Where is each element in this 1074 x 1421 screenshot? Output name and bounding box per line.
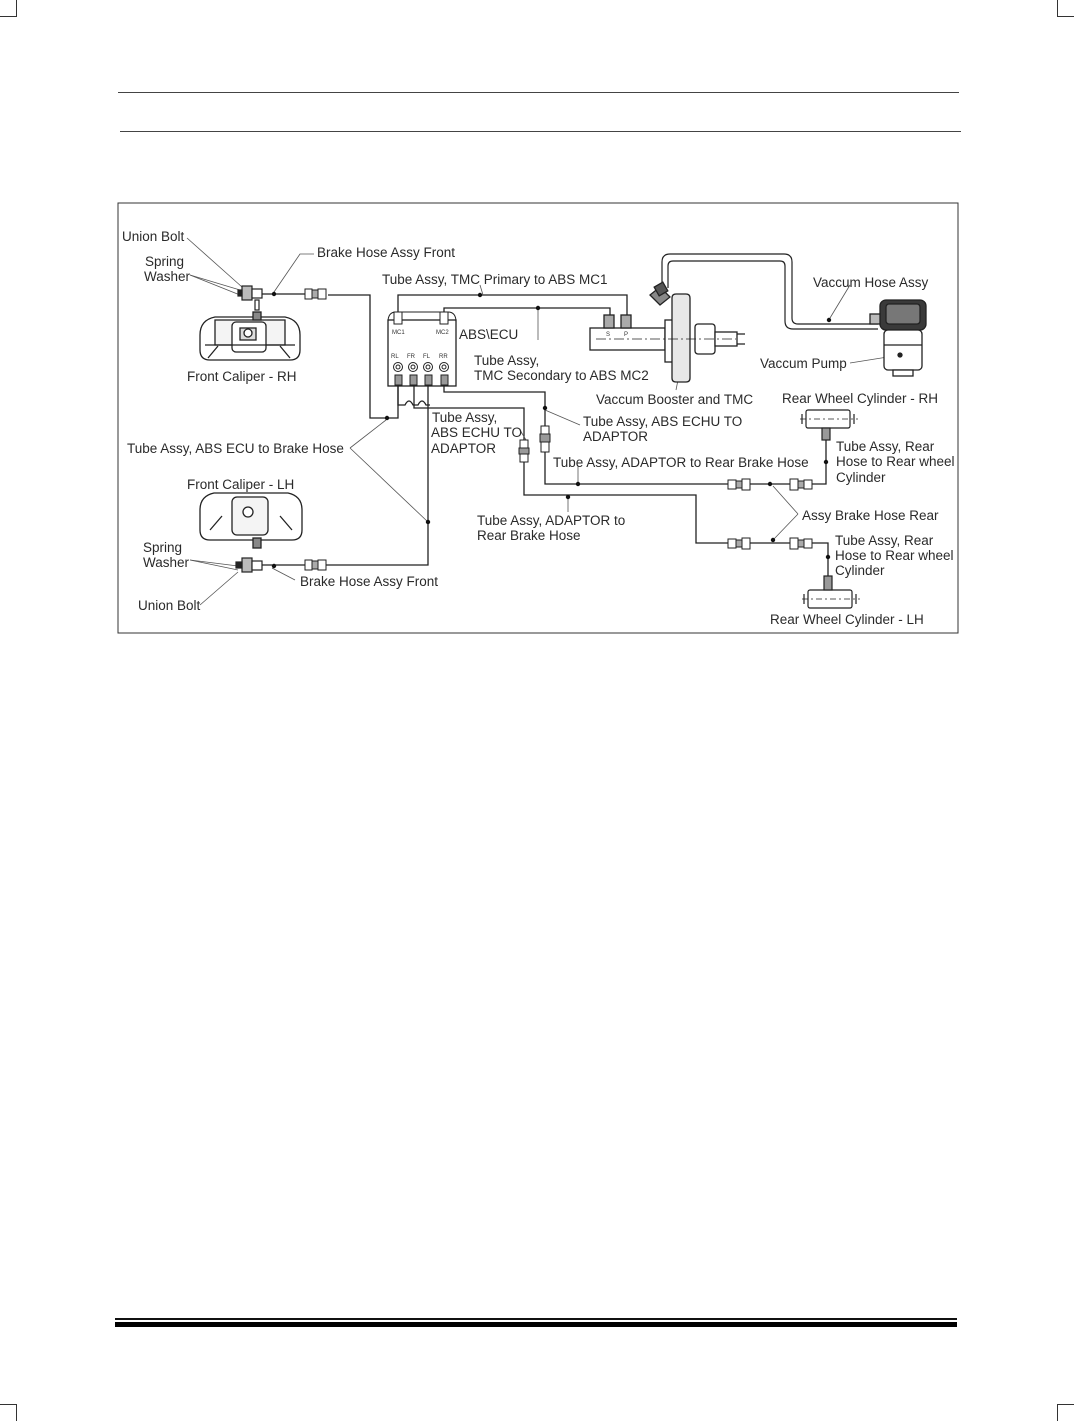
crop-mark-top-right <box>1057 0 1074 17</box>
label-tube-echu-adaptor-a-1: Tube Assy, <box>432 410 497 425</box>
ecu-port-rr: RR <box>439 354 448 360</box>
callout-labels: Union Bolt Spring Washer Brake Hose Assy… <box>122 229 955 627</box>
label-tube-tmc-primary: Tube Assy, TMC Primary to ABS MC1 <box>382 272 608 287</box>
label-tube-echu-adaptor-b-1: Tube Assy, ABS ECHU TO <box>583 414 742 429</box>
tube-adaptor-rear-rh <box>544 452 728 485</box>
label-tube-adaptor-rear-hose2-2: Rear Brake Hose <box>477 528 581 543</box>
footer-rule-thick <box>115 1322 957 1327</box>
label-tube-abs-ecu-brake-hose: Tube Assy, ABS ECU to Brake Hose <box>127 441 344 456</box>
label-tube-tmc-secondary-1: Tube Assy, <box>474 353 539 368</box>
label-tube-rear-hose-rh-2: Hose to Rear wheel <box>836 454 955 469</box>
label-tube-echu-adaptor-a-3: ADAPTOR <box>431 441 496 456</box>
ecu-port-mc2: MC2 <box>436 330 449 336</box>
label-tube-rear-hose-rh-3: Cylinder <box>836 470 886 485</box>
vaccum-pump <box>869 299 927 377</box>
label-assy-brake-hose-rear: Assy Brake Hose Rear <box>802 508 939 523</box>
label-spring-bot-2: Washer <box>143 555 190 570</box>
label-spring-bot-1: Spring <box>143 540 182 555</box>
label-tube-rear-hose-rh-1: Tube Assy, Rear <box>836 439 935 454</box>
crop-mark-bottom-right <box>1057 1404 1074 1421</box>
label-vaccum-pump: Vaccum Pump <box>760 356 847 371</box>
vaccum-booster-tmc: S P <box>589 281 745 383</box>
tube-rear-hose-lh <box>810 542 829 576</box>
label-tube-echu-adaptor-b-2: ADAPTOR <box>583 429 648 444</box>
label-abs-ecu: ABS\ECU <box>459 327 518 342</box>
crop-mark-bottom-left <box>0 1404 17 1421</box>
label-tube-adaptor-rear-hose: Tube Assy, ADAPTOR to Rear Brake Hose <box>553 455 809 470</box>
adaptors <box>518 425 551 463</box>
label-vaccum-booster: Vaccum Booster and TMC <box>596 392 753 407</box>
label-vaccum-hose: Vaccum Hose Assy <box>813 275 929 290</box>
tmc-port-p: P <box>624 332 628 338</box>
tube-ecu-fl-down <box>318 385 429 566</box>
label-tube-rear-hose-lh-2: Hose to Rear wheel <box>835 548 954 563</box>
ecu-port-fr: FR <box>407 354 416 360</box>
label-tube-rear-hose-lh-3: Cylinder <box>835 563 885 578</box>
label-spring-top-1: Spring <box>145 254 184 269</box>
label-rear-wheel-cyl-lh: Rear Wheel Cylinder - LH <box>770 612 924 627</box>
tube-ecu-fr-connect <box>390 385 399 419</box>
header-rule-bottom <box>120 131 961 132</box>
front-caliper-rh <box>199 311 301 361</box>
header-rule-top <box>118 92 959 93</box>
tube-rear-hose-rh <box>810 438 827 485</box>
label-brake-hose-front-bot: Brake Hose Assy Front <box>300 574 438 589</box>
label-tube-rear-hose-lh-1: Tube Assy, Rear <box>835 533 934 548</box>
label-union-bolt-bot: Union Bolt <box>138 598 201 613</box>
footer-rule-thin <box>115 1318 957 1320</box>
label-rear-wheel-cyl-rh: Rear Wheel Cylinder - RH <box>782 391 938 406</box>
union-bolt-rh <box>237 285 263 311</box>
crop-mark-top-left <box>0 0 17 17</box>
ecu-port-mc1: MC1 <box>392 330 405 336</box>
hose-fitting-lh <box>304 559 327 571</box>
union-bolt-lh <box>235 557 263 573</box>
rear-wheel-cylinder-rh <box>800 409 858 441</box>
diagram-frame <box>117 202 959 634</box>
label-tube-adaptor-rear-hose2-1: Tube Assy, ADAPTOR to <box>477 513 625 528</box>
ecu-port-rl: RL <box>391 354 399 360</box>
label-front-caliper-lh: Front Caliper - LH <box>187 477 294 492</box>
tube-adaptor-rear-lh <box>523 462 728 544</box>
tube-abs-ecu-to-brake-hose-rh <box>328 294 390 419</box>
tube-ecu-rr-adaptor <box>413 385 525 442</box>
ecu-port-fl: FL <box>423 354 431 360</box>
label-front-caliper-rh: Front Caliper - RH <box>187 369 297 384</box>
abs-ecu-block: MC1 MC2 RL FR FL RR <box>387 311 457 387</box>
hose-fitting-rh <box>304 288 327 300</box>
tube-tmc-primary <box>397 294 628 318</box>
tmc-port-s: S <box>606 332 610 338</box>
rear-hose-fittings <box>727 478 813 550</box>
label-tube-echu-adaptor-a-2: ABS ECHU TO <box>431 425 522 440</box>
label-brake-hose-front-top: Brake Hose Assy Front <box>317 245 455 260</box>
rear-wheel-cylinder-lh <box>802 575 860 609</box>
vaccum-hose <box>661 253 878 330</box>
label-tube-tmc-secondary-2: TMC Secondary to ABS MC2 <box>474 368 649 383</box>
front-caliper-lh <box>199 492 303 549</box>
label-spring-top-2: Washer <box>144 269 191 284</box>
leader-lines <box>186 237 901 606</box>
tube-ecu-outlets <box>397 385 430 406</box>
label-union-bolt-top: Union Bolt <box>122 229 185 244</box>
tube-tmc-secondary <box>443 307 611 318</box>
